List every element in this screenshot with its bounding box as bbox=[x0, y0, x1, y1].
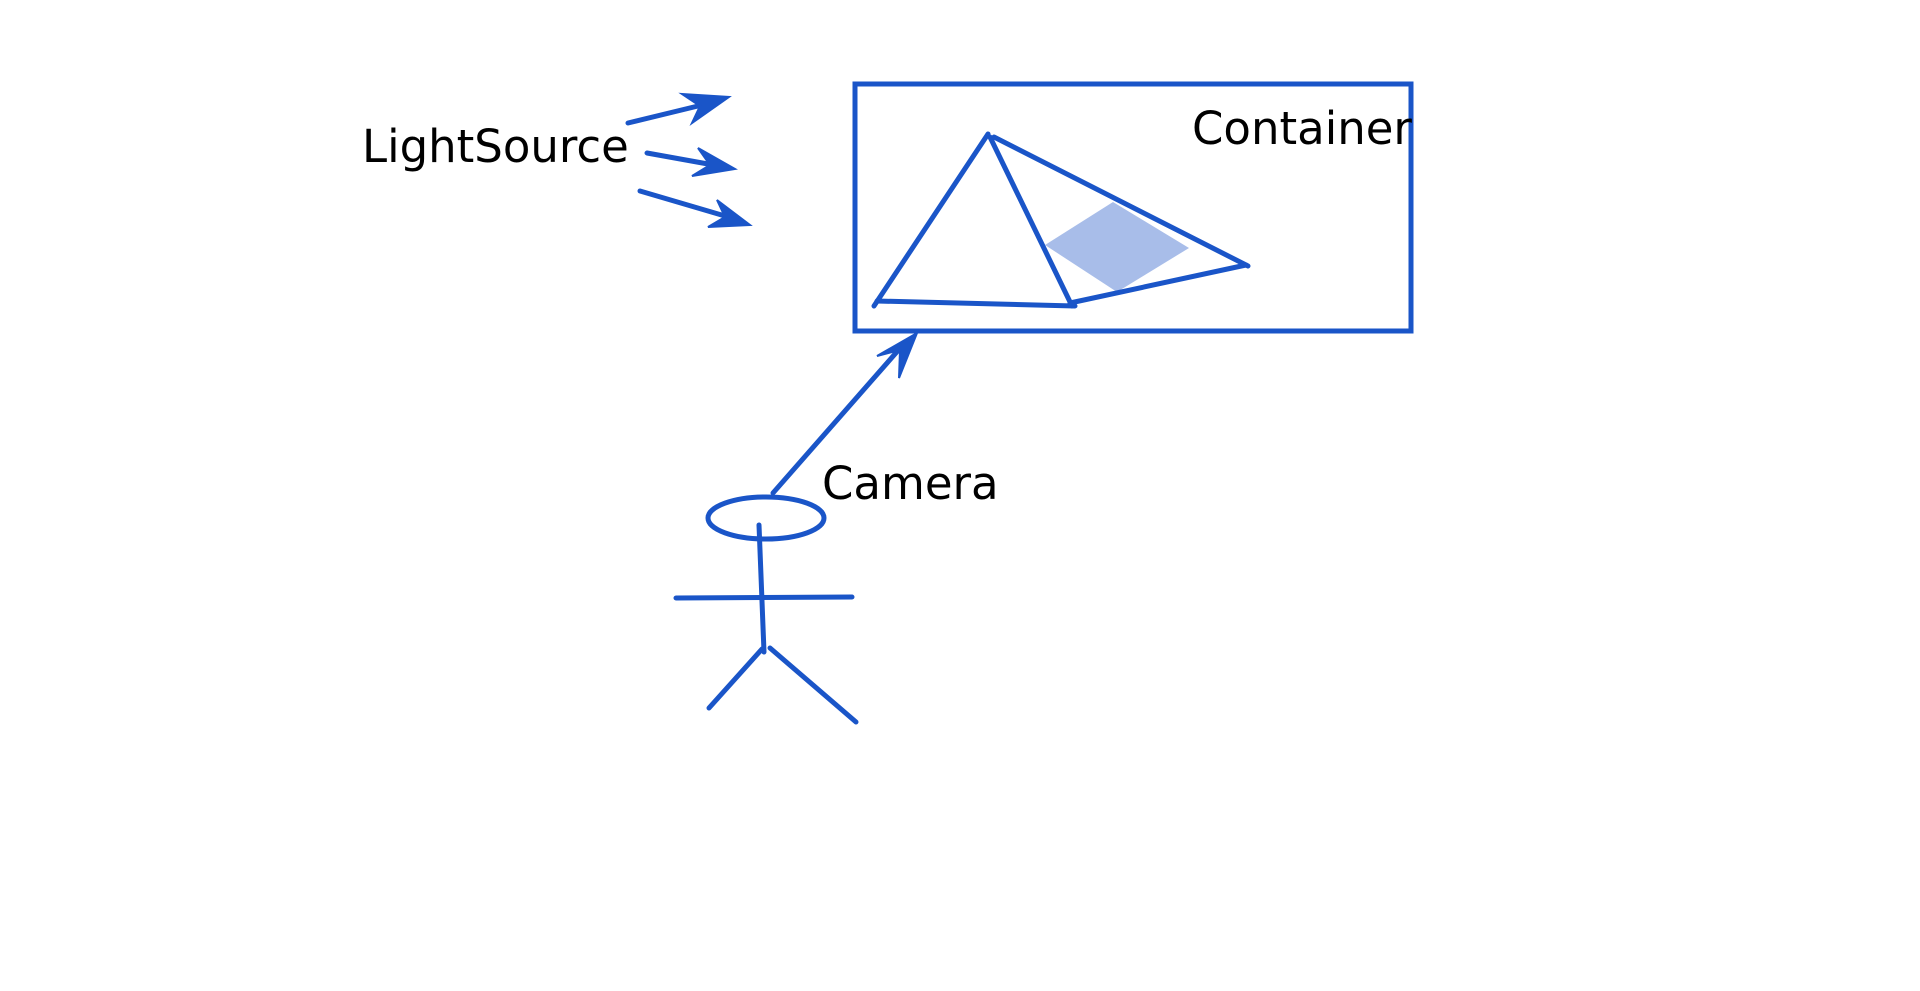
container-box bbox=[852, 81, 1414, 334]
camera-arrow bbox=[770, 330, 919, 496]
light-ray-2 bbox=[644, 147, 738, 177]
stick-figure-camera bbox=[673, 494, 859, 725]
shaded-region bbox=[1045, 202, 1189, 292]
pyramid-object bbox=[871, 131, 1251, 309]
container-label: Container bbox=[1192, 102, 1412, 155]
light-ray-3 bbox=[637, 188, 753, 228]
light-ray-1 bbox=[625, 92, 732, 126]
light-ray-arrows bbox=[625, 92, 753, 228]
light-source-label: LightSource bbox=[362, 120, 629, 173]
camera-head-ellipse bbox=[705, 494, 827, 542]
camera-label: Camera bbox=[822, 457, 999, 510]
